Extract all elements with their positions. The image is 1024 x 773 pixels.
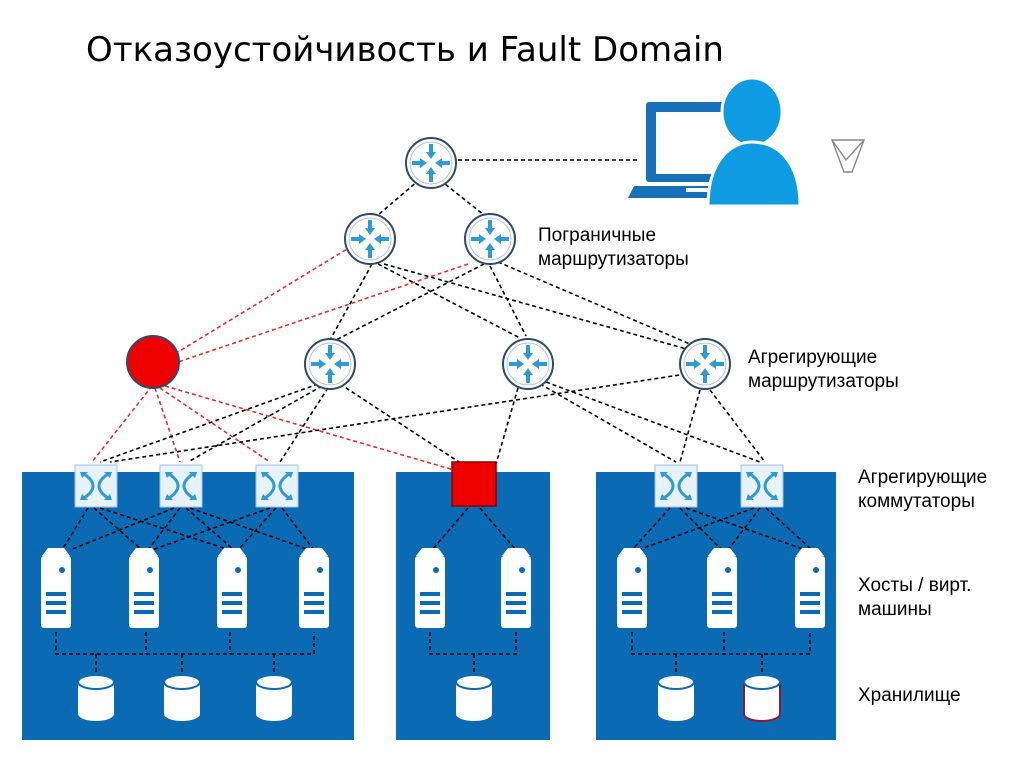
link-s5-h9 <box>685 507 807 551</box>
link-b1-failed <box>177 245 353 353</box>
switch-2-icon <box>159 464 203 508</box>
router-top-icon <box>405 137 457 189</box>
label-hosts: Хосты / вирт. машины <box>858 574 971 622</box>
label-storage: Хранилище <box>858 684 961 708</box>
storage-bus-1 <box>55 632 315 655</box>
server-2-icon <box>129 548 159 628</box>
switch-1-icon <box>74 464 118 508</box>
storage-2-icon <box>163 674 201 721</box>
link-s1-h3 <box>99 507 231 551</box>
storage-5-icon <box>657 674 695 721</box>
link-b2-a3 <box>489 265 527 337</box>
link-s6-h9 <box>765 507 813 551</box>
link-a4-s6 <box>709 389 766 463</box>
link-s6-h8 <box>727 507 761 551</box>
server-3-icon <box>217 548 247 628</box>
link-a2-s3 <box>279 387 329 463</box>
link-a3-s6 <box>545 381 761 463</box>
link-failed-s3 <box>159 387 271 463</box>
link-s3-h3 <box>237 507 277 551</box>
storage-1-icon <box>77 674 115 721</box>
failed-aggregation-switch-icon <box>451 461 497 507</box>
link-a3-s4 <box>495 387 519 465</box>
nodes <box>41 137 825 722</box>
link-b1-a2 <box>329 263 373 341</box>
aggregation-router-4-icon <box>679 338 731 390</box>
server-7-icon <box>617 548 647 628</box>
label-storage-line1: Хранилище <box>858 685 961 706</box>
server-1-icon <box>41 548 71 628</box>
storage-bus-3 <box>631 632 811 655</box>
page-title: Отказоустойчивость и Fault Domain <box>86 30 724 70</box>
link-s3-h4 <box>281 507 315 551</box>
border-router-1-icon <box>344 213 396 265</box>
label-border-routers-line1: Пограничные <box>538 225 657 246</box>
link-b1-a4 <box>383 263 691 351</box>
storage-bus-2 <box>429 632 517 655</box>
mail-icon <box>830 139 866 173</box>
link-failed-s1 <box>91 385 153 463</box>
label-aggregation-routers-line2: маршрутизаторы <box>748 371 899 392</box>
storage-3-icon <box>255 674 293 721</box>
server-6-icon <box>501 548 531 628</box>
label-hosts-line1: Хосты / вирт. <box>858 575 972 596</box>
label-aggregation-switches-line1: Агрегирующие <box>858 467 988 488</box>
storage-6-icon <box>743 674 781 722</box>
link-s4-h5 <box>431 507 469 551</box>
label-hosts-line2: машины <box>858 599 932 620</box>
link-a4-s5 <box>679 389 701 463</box>
link-s2-h2 <box>147 507 181 551</box>
switch-5-icon <box>654 464 698 508</box>
link-a4-s1 <box>109 373 687 463</box>
aggregation-router-3-icon <box>502 338 554 390</box>
link-a3-s5 <box>539 383 677 463</box>
label-aggregation-routers: Агрегирующие маршрутизаторы <box>748 346 899 394</box>
link-s2-h1 <box>69 507 175 551</box>
link-b2-failed <box>177 263 469 363</box>
link-s4-h6 <box>479 507 517 551</box>
links <box>55 159 813 676</box>
label-border-routers: Пограничные маршрутизаторы <box>538 224 689 272</box>
label-aggregation-switches: Агрегирующие коммутаторы <box>858 466 987 514</box>
link-a2-s4 <box>339 383 463 465</box>
link-a2-s1 <box>99 383 319 463</box>
server-5-icon <box>415 548 445 628</box>
link-s5-h8 <box>679 507 723 551</box>
aggregation-router-2-icon <box>304 338 356 390</box>
link-b2-a2 <box>335 263 485 341</box>
border-router-2-icon <box>464 213 516 265</box>
label-aggregation-routers-line1: Агрегирующие <box>748 347 878 368</box>
label-border-routers-line2: маршрутизаторы <box>538 249 689 270</box>
server-4-icon <box>299 548 329 628</box>
link-s1-h1 <box>61 507 89 551</box>
link-a2-s2 <box>187 385 323 463</box>
link-s2-h4 <box>189 507 311 551</box>
server-8-icon <box>707 548 737 628</box>
user-icon <box>706 76 802 208</box>
server-9-icon <box>795 548 825 628</box>
link-b2-a4 <box>497 261 691 345</box>
link-s1-h2 <box>93 507 143 551</box>
switch-6-icon <box>740 464 784 508</box>
link-top-border2 <box>439 179 485 216</box>
link-failed-s4 <box>164 385 455 471</box>
switch-3-icon <box>255 464 299 508</box>
label-aggregation-switches-line2: коммутаторы <box>858 491 975 512</box>
link-b1-a3 <box>377 263 521 339</box>
failed-aggregation-router-icon <box>126 335 180 389</box>
link-s5-h7 <box>631 507 671 551</box>
link-failed-s2 <box>154 387 181 463</box>
storage-4-icon <box>455 674 493 721</box>
